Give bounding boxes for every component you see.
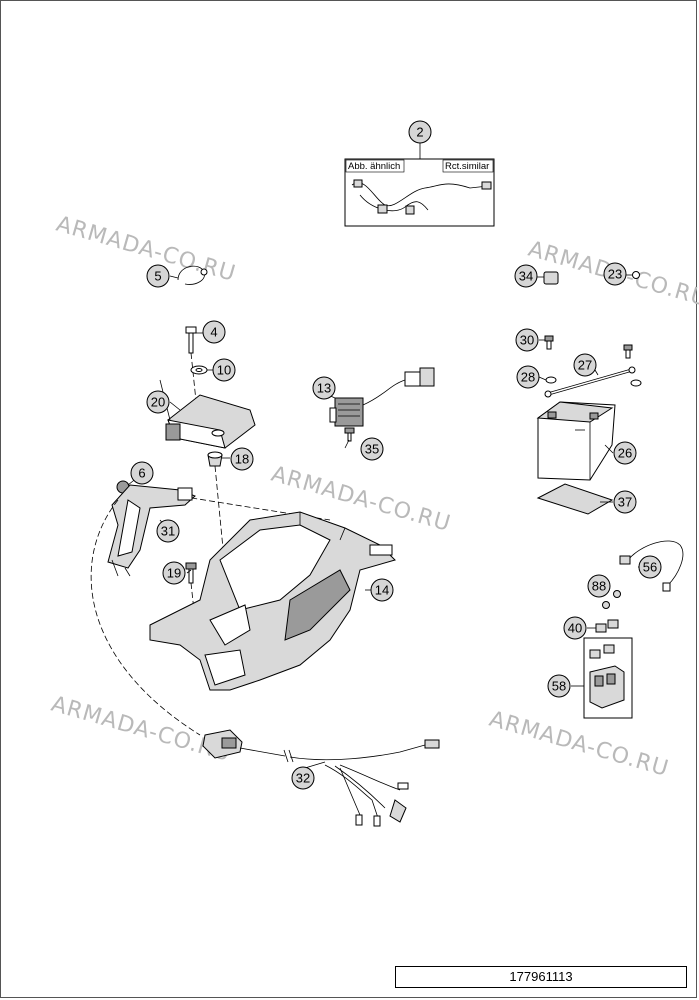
callout-32[interactable]: 32 [291,766,315,790]
callout-27[interactable]: 27 [573,353,597,377]
callout-19[interactable]: 19 [162,561,186,585]
part-37-pad [536,483,614,515]
leader-line [344,439,350,449]
callout-20[interactable]: 20 [146,390,170,414]
part-88-fasteners [602,590,621,609]
callout-4[interactable]: 4 [202,320,226,344]
callout-40[interactable]: 40 [563,616,587,640]
callout-31[interactable]: 31 [156,519,180,543]
part-32-harness [202,729,440,827]
callout-23[interactable]: 23 [603,262,627,286]
part-58-relay [571,637,633,719]
callout-label: 26 [618,446,632,461]
harness-box: Abb. ähnlich Rct.similar [344,140,495,227]
callout-label: 13 [317,381,331,396]
callout-label: 30 [520,333,534,348]
part-40-fuse [595,619,619,633]
watermark: ARMADA-CO.RU [53,212,238,287]
callout-35[interactable]: 35 [360,437,384,461]
callout-58[interactable]: 58 [547,674,571,698]
callout-label: 32 [296,771,310,786]
callout-label: 18 [235,452,249,467]
document-number: 177961113 [395,966,687,988]
callout-2[interactable]: 2 [408,120,432,144]
callout-label: 23 [608,267,622,282]
harness-label-de: Abb. ähnlich [348,161,400,172]
part-20-ecu [165,394,256,449]
callout-label: 10 [217,363,231,378]
part-56-cable [619,540,684,592]
callout-37[interactable]: 37 [613,490,637,514]
harness-route [90,499,201,736]
callout-label: 28 [521,370,535,385]
part-35-screw [344,427,355,442]
callout-label: 20 [151,395,165,410]
callout-6[interactable]: 6 [130,461,154,485]
leader-line [186,569,192,574]
part-10-washer [190,365,213,375]
callout-label: 34 [519,269,533,284]
callout-26[interactable]: 26 [613,441,637,465]
callout-5[interactable]: 5 [146,264,170,288]
callout-label: 56 [643,560,657,575]
leader-line [304,761,326,769]
part-26-battery [536,401,616,481]
callout-13[interactable]: 13 [312,376,336,400]
watermark: ARMADA-CO.RU [486,707,671,782]
part-30-screw [544,335,633,359]
part-31-bracket [107,484,196,577]
part-23-nut [626,271,640,279]
callout-label: 58 [552,679,566,694]
watermark: ARMADA-CO.RU [48,692,233,767]
callout-18[interactable]: 18 [230,447,254,471]
callout-88[interactable]: 88 [587,574,611,598]
callout-label: 31 [161,524,175,539]
part-5-cable [169,265,208,285]
callout-label: 2 [416,125,423,140]
callout-label: 40 [568,621,582,636]
callout-label: 4 [210,325,217,340]
leader-line [538,376,547,381]
callout-label: 88 [592,579,606,594]
part-27-rod [544,366,636,398]
callout-34[interactable]: 34 [514,264,538,288]
callout-label: 19 [167,566,181,581]
harness-label-en: Rct.similar [445,161,489,172]
callout-14[interactable]: 14 [370,578,394,602]
callout-56[interactable]: 56 [638,555,662,579]
callout-label: 27 [578,358,592,373]
callout-label: 35 [365,442,379,457]
callout-label: 14 [375,583,389,598]
part-28-washer [545,376,642,387]
part-34-cap [537,271,559,285]
callout-label: 6 [138,466,145,481]
callout-28[interactable]: 28 [516,365,540,389]
callout-10[interactable]: 10 [212,358,236,382]
callout-label: 5 [154,269,161,284]
callout-30[interactable]: 30 [515,328,539,352]
leader-line [604,444,614,454]
callout-label: 37 [618,495,632,510]
part-14-holder [149,511,396,691]
